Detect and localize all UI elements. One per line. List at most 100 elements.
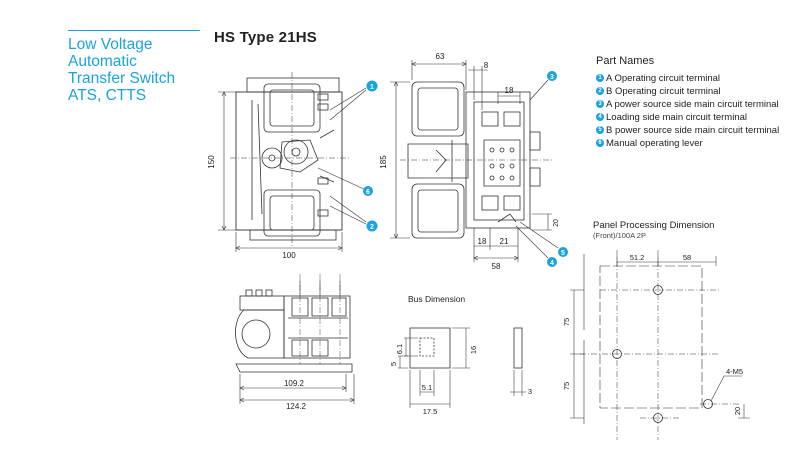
dimension-line (390, 81, 410, 239)
marker-3-label: 3 (550, 74, 554, 81)
dim-label-side-right-small: 20 (553, 219, 560, 227)
dimension-arrow (473, 255, 519, 261)
dimension-arrow (411, 61, 467, 67)
dim-label-side-inner: 18 (505, 86, 514, 95)
front-view-linkage (279, 139, 319, 173)
side-view-terminal (481, 111, 499, 127)
dimension-line (398, 355, 408, 369)
number-badge: 1 (596, 74, 604, 82)
leader-lines (710, 375, 742, 402)
marker-1 (366, 80, 378, 92)
dimension-line (411, 60, 467, 90)
dimension-line (738, 404, 750, 419)
dim-label-side-bottom-a: 18 (478, 237, 487, 246)
dim-label-side-top-width: 63 (436, 52, 445, 61)
part-names-heading: Part Names (596, 55, 655, 67)
side-view-upper-coil-inner (417, 87, 459, 131)
side-view-aux-terminal (529, 167, 541, 187)
bottom-view-dividers (288, 317, 348, 339)
dim-label-bus-inner-w: 5.1 (422, 383, 432, 392)
dimension-line (452, 327, 470, 369)
bus-bar-hole (419, 337, 435, 357)
side-view-body-inner (473, 101, 525, 221)
side-view-screw (509, 175, 515, 181)
sidebar-title-line: ATS, CTTS (68, 87, 147, 104)
dim-label-front-width: 100 (282, 251, 296, 260)
part-name-text: A Operating circuit terminal (606, 73, 721, 84)
marker-4 (547, 257, 557, 267)
dimension-line (235, 232, 343, 252)
bus-dimension-title: Bus Dimension (408, 294, 466, 304)
dimension-line (473, 228, 519, 262)
side-view-aux-terminal (529, 131, 541, 151)
panel-cutout-outline (599, 265, 703, 409)
part-name-text: Manual operating lever (606, 138, 703, 149)
number-badge: 5 (596, 126, 604, 134)
side-view-contact-block (483, 139, 521, 187)
side-view-screw (489, 163, 495, 169)
bottom-view-terminal-post (265, 289, 273, 297)
panel-processing-title: Panel Processing Dimension (593, 220, 715, 231)
bottom-view-terminal-post (255, 289, 263, 297)
dim-label-side-bottom-total: 58 (492, 262, 501, 271)
sidebar-title-line: Transfer Switch (68, 70, 176, 87)
part-name-text: B power source side main circuit termina… (606, 125, 780, 136)
callout-markers: 1 2 6 3 5 4 (363, 71, 568, 267)
dim-label-bus-width: 17.5 (423, 407, 438, 416)
number-badge: 6 (596, 139, 604, 147)
sidebar-title: Low Voltage Automatic Transfer Switch AT… (68, 36, 208, 104)
bottom-view-base-plate (235, 363, 353, 373)
leader-lines (515, 221, 559, 259)
bottom-view-centerlines (299, 274, 341, 364)
front-view-terminal (317, 93, 329, 101)
side-view-screw (499, 147, 505, 153)
marker-4-label: 4 (550, 260, 554, 267)
part-name-text: A power source side main circuit termina… (606, 99, 779, 110)
leader-lines (329, 87, 367, 121)
dimension-line (239, 374, 355, 404)
side-view-middle-block (407, 143, 469, 179)
side-view-mechanism (435, 140, 453, 182)
side-view-screw (499, 163, 505, 169)
side-view-screw (489, 175, 495, 181)
panel-processing-subtitle: (Front)/100A 2P (593, 231, 646, 240)
panel-hole-centerlines (580, 250, 740, 440)
bottom-view-terminal-post (245, 289, 253, 297)
side-view-upper-coil (411, 81, 465, 137)
marker-6 (363, 186, 373, 196)
side-view-terminal (481, 195, 499, 211)
side-view-lower-coil (411, 183, 465, 239)
dimension-line (532, 213, 552, 231)
dim-label-panel-left-lower: 75 (562, 382, 571, 390)
dim-label-panel-top-left: 51.2 (630, 253, 645, 262)
front-view-levers (319, 129, 335, 183)
front-view-terminal (317, 209, 329, 217)
bottom-view-motor-housing (235, 309, 285, 359)
front-view-centerlines (230, 72, 350, 246)
dimension-line (419, 370, 435, 396)
leader-lines (329, 195, 367, 225)
front-view-cam-hub (291, 147, 301, 157)
marker-5 (558, 247, 568, 257)
bottom-view-motor (241, 319, 271, 349)
dimension-line (510, 370, 526, 396)
side-view-screw (509, 163, 515, 169)
side-view-lower-coil-inner (417, 189, 459, 233)
marker-6-label: 6 (366, 189, 370, 196)
side-view-terminal (503, 195, 521, 211)
sidebar-title-line: Low Voltage (68, 36, 153, 53)
dimension-line (468, 66, 488, 110)
dimension-line (404, 337, 418, 357)
front-view-terminal (317, 103, 329, 111)
side-view-screw (499, 175, 505, 181)
bottom-view-drawing (235, 274, 355, 404)
dim-label-side-top-small: 8 (484, 61, 489, 70)
front-view-cam (283, 139, 309, 165)
